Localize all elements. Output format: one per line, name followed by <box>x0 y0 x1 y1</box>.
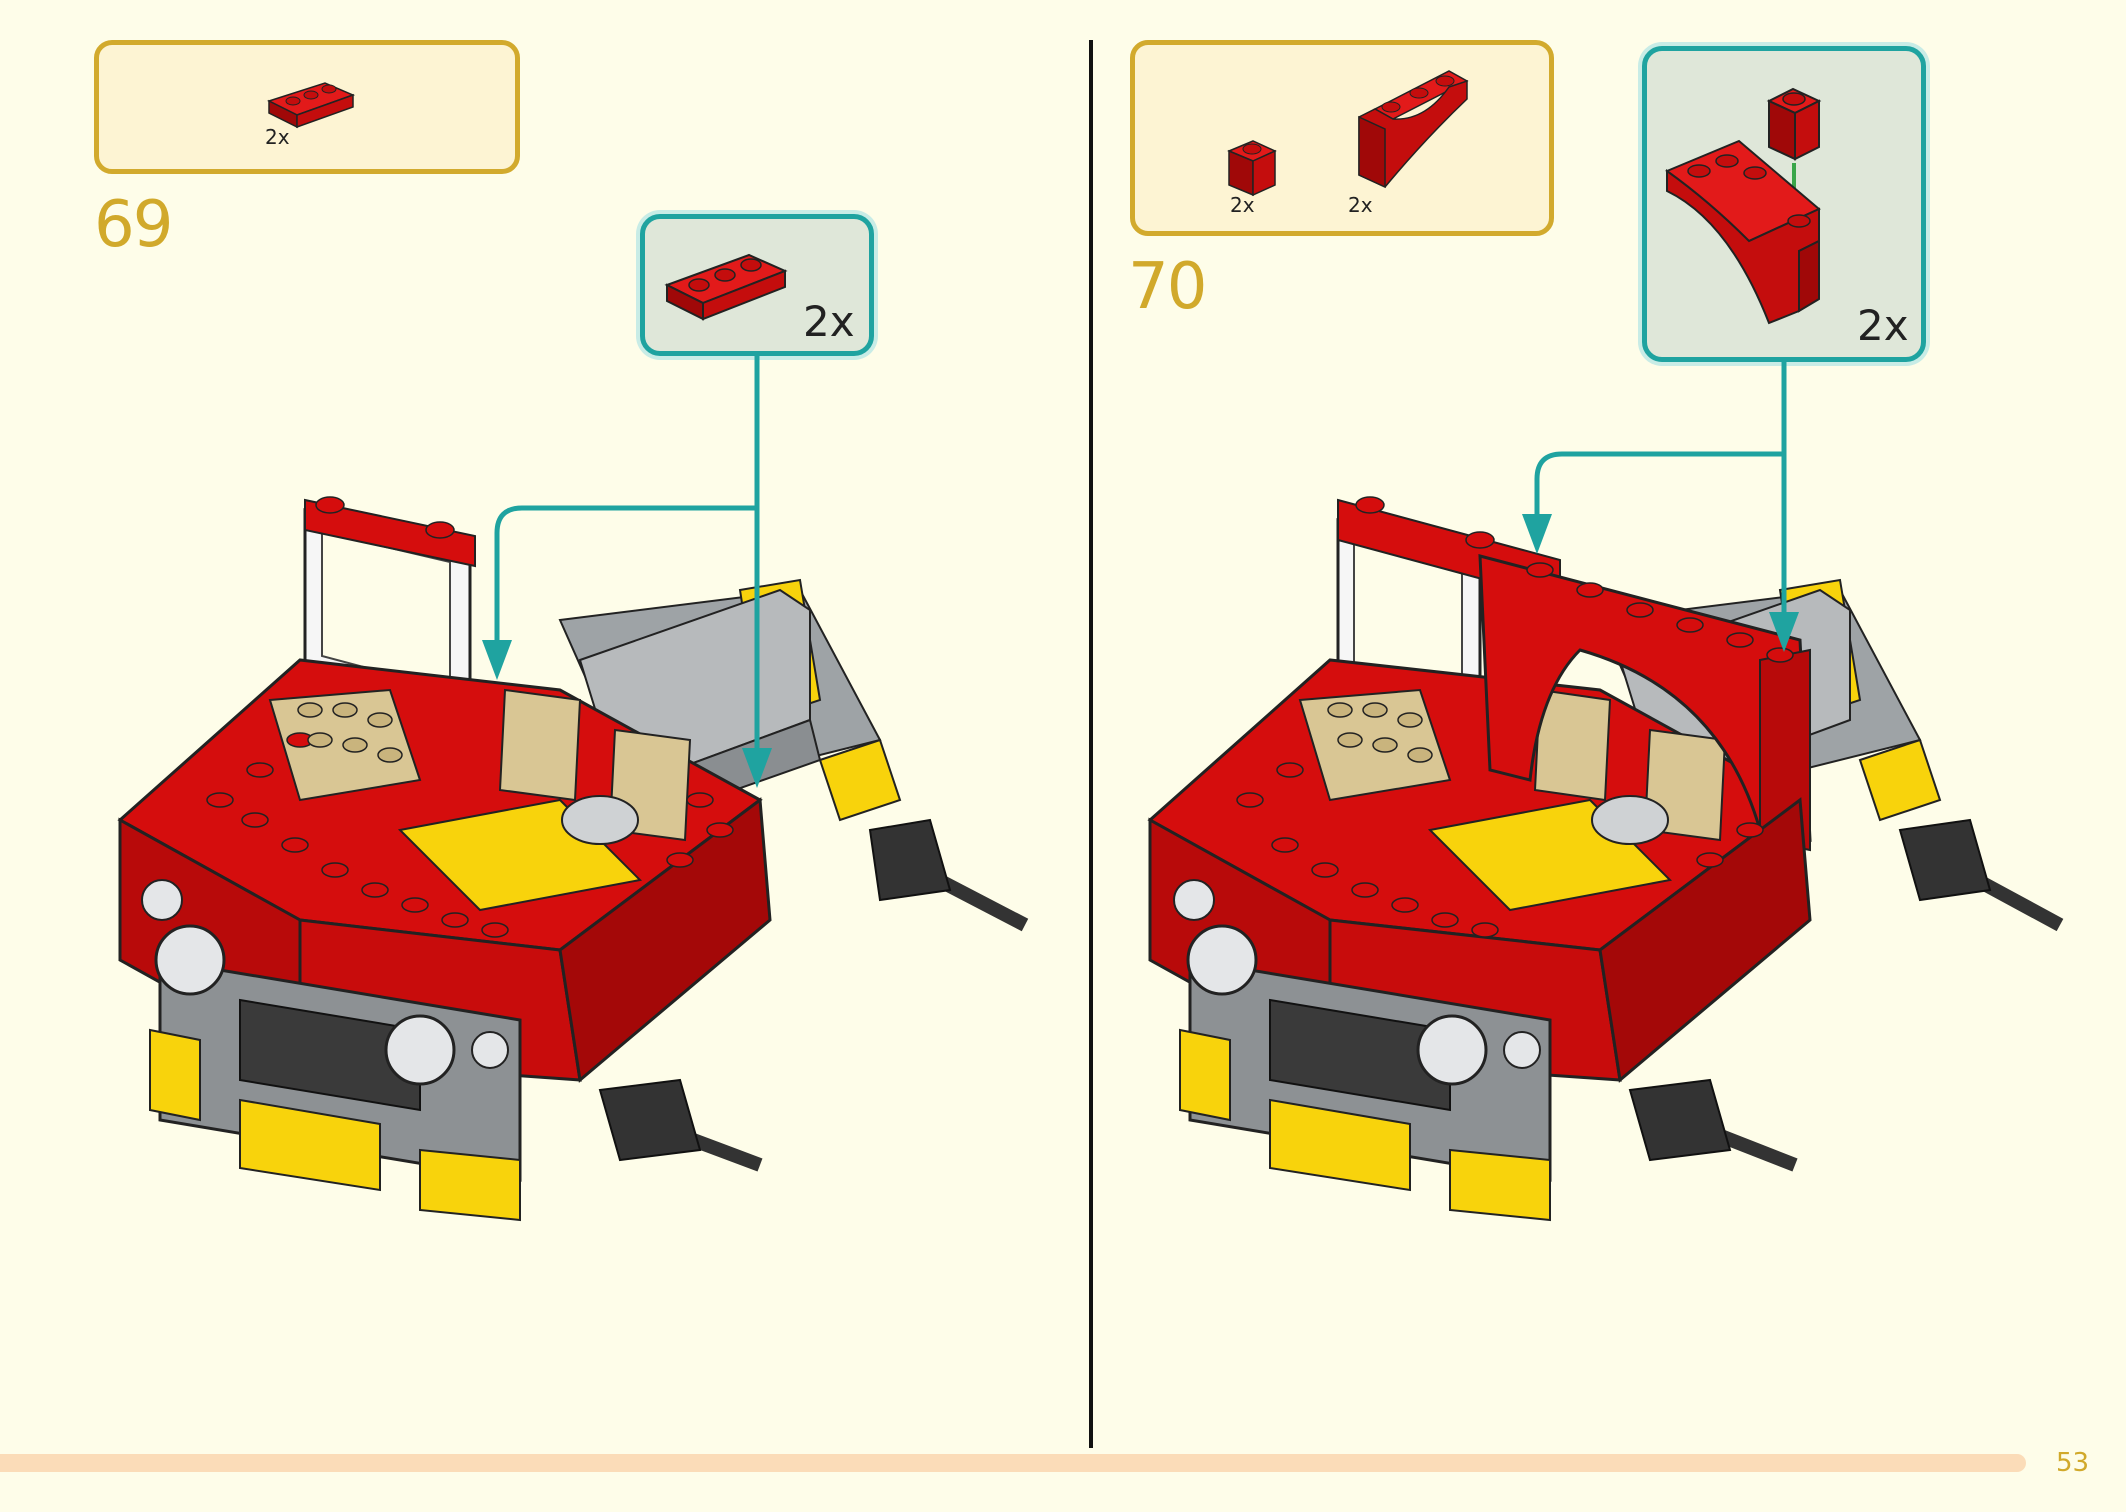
callout-box-step-70: 2x <box>1642 46 1926 362</box>
part-quantity: 2x <box>1230 193 1255 217</box>
red-plate-1x3-part <box>267 82 356 129</box>
vehicle-model-step-70 <box>1147 496 2064 1222</box>
step-number: 70 <box>1128 250 1207 324</box>
red-arch-with-brick-callout <box>1665 87 1822 325</box>
part-quantity: 2x <box>265 125 290 149</box>
callout-quantity: 2x <box>803 297 855 346</box>
parts-list-box-step-69: 2x <box>94 40 520 174</box>
callout-box-step-69: 2x <box>640 214 874 356</box>
assembly-arrows-step-69 <box>482 356 772 788</box>
page-number: 53 <box>2056 1448 2090 1478</box>
assembly-arrows-step-70 <box>1522 362 1799 652</box>
vehicle-model-step-69 <box>117 496 1029 1222</box>
callout-quantity: 2x <box>1857 301 1909 350</box>
step-number: 69 <box>94 188 173 262</box>
step-divider <box>1089 40 1093 1448</box>
red-arch-1x3x3-part <box>1358 70 1469 189</box>
page-progress-bar <box>0 1454 2026 1472</box>
red-plate-1x3-callout <box>664 253 788 321</box>
red-brick-1x1-part <box>1227 140 1277 197</box>
part-quantity: 2x <box>1348 193 1373 217</box>
parts-list-box-step-70: 2x 2x <box>1130 40 1554 236</box>
